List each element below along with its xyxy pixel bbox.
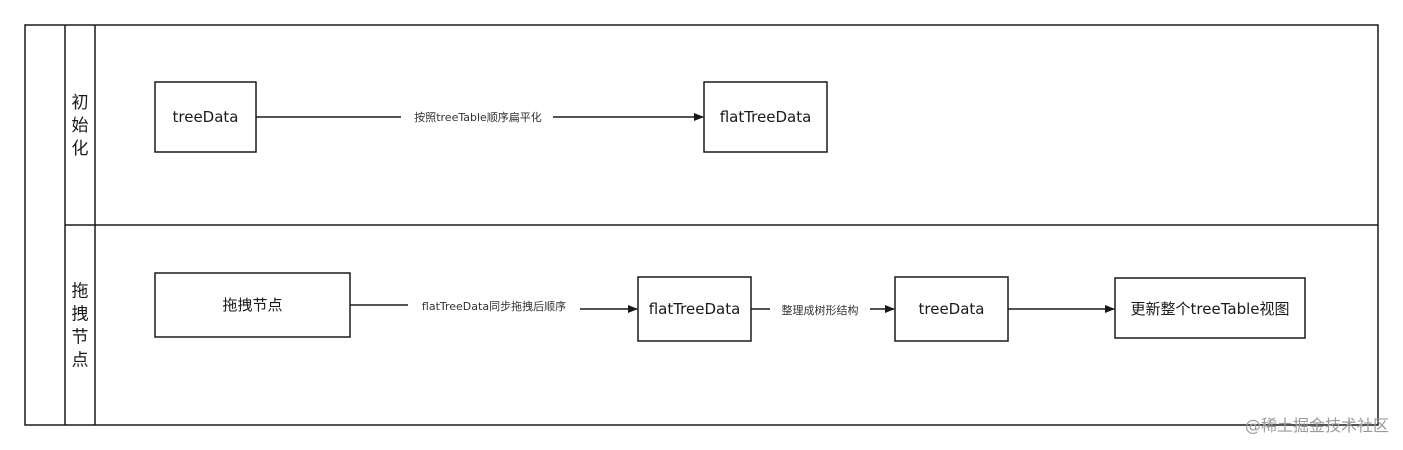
edge-sync: flatTreeData同步拖拽后顺序	[350, 298, 638, 313]
edge-label-sync: flatTreeData同步拖拽后顺序	[422, 299, 566, 313]
node-label: 拖拽节点	[222, 296, 282, 314]
node-init-treedata: treeData	[154, 81, 257, 153]
node-drag-treedata: treeData	[894, 276, 1009, 342]
lane-title-drag: 拖拽节点	[72, 282, 89, 371]
node-update-view: 更新整个treeTable视图	[1114, 277, 1306, 339]
node-label: treeData	[173, 108, 239, 126]
node-label: 更新整个treeTable视图	[1131, 300, 1290, 318]
node-label: treeData	[919, 300, 985, 318]
node-drag-node: 拖拽节点	[154, 272, 351, 338]
edge-flatten: 按照treeTable顺序扁平化	[256, 109, 704, 124]
edge-rebuild: 整理成树形结构	[751, 302, 895, 317]
lane-title-init: 初始化	[72, 93, 89, 159]
node-init-flattreedata: flatTreeData	[703, 81, 828, 153]
watermark: @稀土掘金技术社区	[1244, 416, 1389, 435]
node-drag-flattreedata: flatTreeData	[637, 276, 752, 342]
edge-label-flatten: 按照treeTable顺序扁平化	[414, 110, 542, 124]
edge-label-rebuild: 整理成树形结构	[782, 303, 859, 317]
node-label: flatTreeData	[720, 108, 812, 126]
node-label: flatTreeData	[649, 300, 741, 318]
